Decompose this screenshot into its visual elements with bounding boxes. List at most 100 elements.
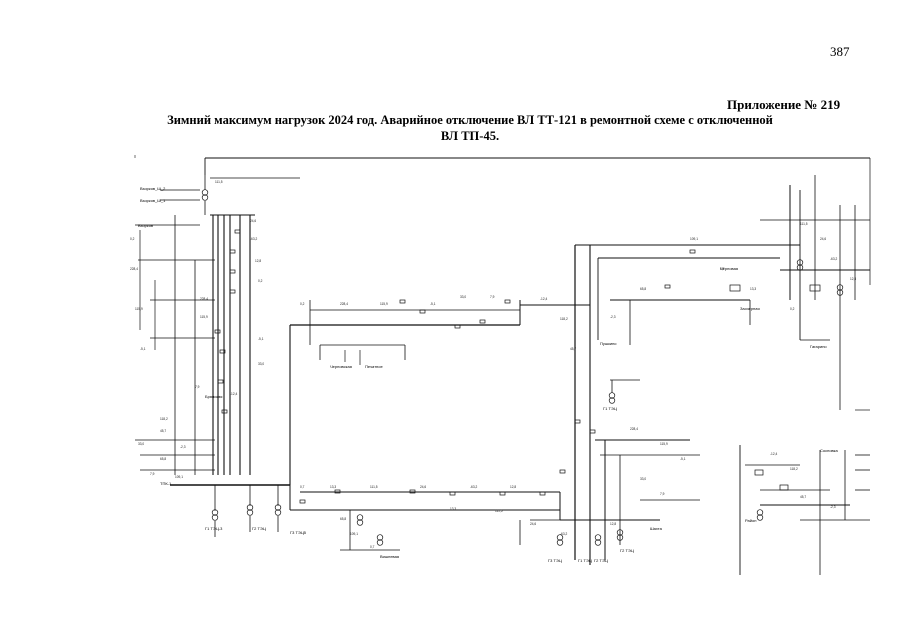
- switch-box: [399, 299, 406, 304]
- switch-box: [229, 269, 236, 274]
- switch-box: [539, 491, 546, 496]
- label-tpk: ТПК-1: [160, 481, 172, 486]
- label-gr-tp7: Г1 ТЭЦ: [578, 558, 592, 563]
- transformer-winding: [616, 529, 624, 536]
- transformer-winding: [211, 514, 219, 521]
- flow-annotation: 0,2: [300, 302, 305, 306]
- transformer-winding: [594, 534, 602, 541]
- label-gr-tp4: Г1 ТЭЦ: [603, 406, 617, 411]
- flow-annotation: 33,0: [258, 362, 264, 366]
- transformer-winding: [201, 194, 209, 201]
- switch-box: [409, 489, 416, 494]
- flow-annotation: 7,9: [660, 492, 665, 496]
- transformer-winding: [756, 514, 764, 521]
- transformer-winding: [594, 539, 602, 546]
- flow-annotation: -63,2: [560, 532, 567, 536]
- flow-annotation: 12,8: [850, 277, 856, 281]
- label-chernovaya: Черновая: [720, 266, 738, 271]
- flow-annotation: 65,8: [640, 287, 646, 291]
- switch-box: [664, 284, 671, 289]
- label-gr-tp6: Г3 ТЭЦ: [548, 558, 562, 563]
- diagram-equipment: [201, 189, 844, 546]
- label-gr-tp3: Г3 ТЭЦ5: [290, 530, 307, 535]
- label-sosnovka: Сосновка: [820, 448, 839, 453]
- switch-box: [574, 419, 581, 424]
- flow-annotation: 12,8: [255, 259, 261, 263]
- flow-annotation: 115,9: [660, 442, 668, 446]
- switch-box: [454, 324, 461, 329]
- label-gr-tp5: Г2 ТЭЦ: [620, 548, 634, 553]
- flow-annotation: -2,3: [180, 445, 186, 449]
- flow-annotation: 115,9: [200, 315, 208, 319]
- flow-annotation: 228,4: [340, 302, 348, 306]
- transformer-winding: [246, 509, 254, 516]
- transformer-winding: [836, 284, 844, 291]
- transformer-winding: [274, 509, 282, 516]
- flow-annotation: 0,7: [720, 267, 725, 271]
- flow-annotation: 12,8: [510, 485, 516, 489]
- transformer-winding: [796, 264, 804, 271]
- flow-annotation: 45,7: [800, 495, 806, 499]
- transformer-winding: [556, 534, 564, 541]
- flow-annotation: 109,1: [690, 237, 698, 241]
- appendix-label: Приложение № 219: [727, 97, 841, 112]
- flow-annotation: 12,8: [610, 522, 616, 526]
- title-line-1: Зимний максимум нагрузок 2024 год. Авари…: [167, 113, 773, 127]
- flow-annotation: 228,4: [630, 427, 638, 431]
- flow-annotation: 24,6: [420, 485, 426, 489]
- label-rajon: Район: [745, 518, 756, 523]
- flow-annotation: 111,5: [370, 485, 378, 489]
- title-line-2: ВЛ ТП-45.: [440, 129, 500, 143]
- switch-box: [299, 499, 306, 504]
- diagram-small-annotations: 111,5 24,6 -63,2 12,8 0,2 228,4 115,9 -5,1 33,0 7…: [130, 180, 856, 549]
- flow-annotation: 13,3: [330, 485, 336, 489]
- flow-annotation: 24,6: [820, 237, 826, 241]
- label-bryansk: Брянская: [205, 394, 222, 399]
- transformer-winding: [246, 504, 254, 511]
- flow-annotation: 7,9: [195, 385, 200, 389]
- diagram-wires: [134, 155, 871, 575]
- flow-annotation: 109,1: [175, 475, 183, 479]
- document-title: Зимний максимум нагрузок 2024 год. Авари…: [140, 112, 800, 144]
- flow-annotation: -12,4: [230, 392, 237, 396]
- flow-annotation: -5,1: [140, 347, 146, 351]
- switch-box: [229, 249, 236, 254]
- transformer-winding: [608, 397, 616, 404]
- flow-annotation: -63,2: [830, 257, 837, 261]
- flow-annotation: 65,8: [340, 517, 346, 521]
- flow-annotation: -12,4: [770, 452, 777, 456]
- transformer-winding: [356, 514, 364, 521]
- label-gagarino: Гагарино: [810, 344, 827, 349]
- switch-box: [689, 249, 696, 254]
- transformer-winding: [556, 539, 564, 546]
- transformer-winding: [616, 534, 624, 541]
- transformer-winding: [201, 189, 209, 196]
- transformer-winding: [836, 289, 844, 296]
- switch-box: [449, 491, 456, 496]
- label-gr-tp2: Г2 ТЭЦ: [252, 526, 266, 531]
- flow-annotation: 24,6: [530, 522, 536, 526]
- flow-annotation: 13,3: [750, 287, 756, 291]
- label-gr-tp1: Г1 ТЭЦ-3: [205, 526, 223, 531]
- label-shahta: Шахта: [650, 526, 663, 531]
- label-vzorkova1: Взорков_Ш_1: [140, 198, 166, 203]
- flow-annotation: 118,2: [560, 317, 568, 321]
- flow-annotation: 65,8: [160, 457, 166, 461]
- flow-annotation: 109,1: [350, 532, 358, 536]
- switch-box: [229, 289, 236, 294]
- switch-box: [779, 484, 789, 491]
- label-chernovskaya: Черновская: [330, 364, 352, 369]
- switch-box: [479, 319, 486, 324]
- label-vishnevaya: Вишневая: [380, 554, 399, 559]
- switch-box: [729, 284, 741, 292]
- label-vzorkova: Взорков: [138, 223, 153, 228]
- flow-annotation: 45,7: [160, 429, 166, 433]
- transformer-winding: [356, 519, 364, 526]
- flow-annotation: 0,2: [790, 307, 795, 311]
- label-pushkino: Пушкино: [600, 341, 617, 346]
- label-zaozernaya: Заозерная: [740, 306, 760, 311]
- transformer-winding: [211, 509, 219, 516]
- switch-box: [221, 409, 228, 414]
- flow-annotation: -12,4: [540, 297, 547, 301]
